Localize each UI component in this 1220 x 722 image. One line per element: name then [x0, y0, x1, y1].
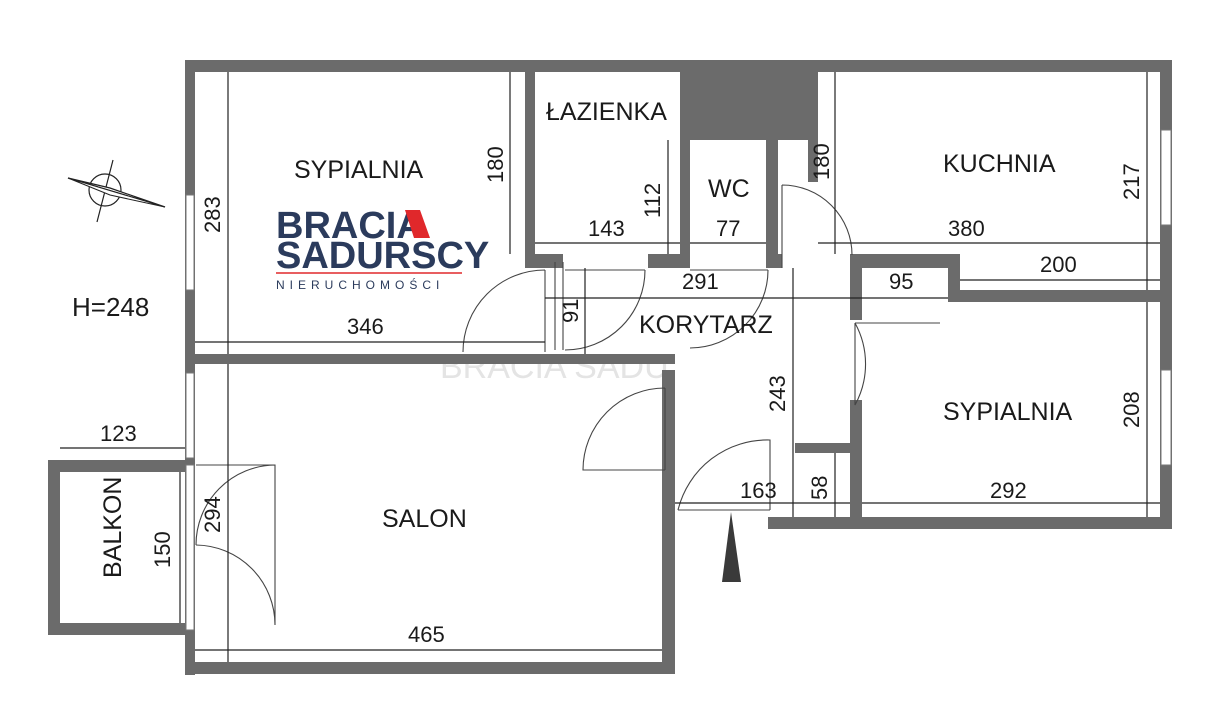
- logo-line1: BRACIA: [276, 205, 424, 247]
- compass-icon: [67, 159, 166, 223]
- dimension-lines: [60, 72, 1160, 662]
- dim-label: 292: [990, 478, 1027, 503]
- logo-red-mark: [405, 210, 430, 238]
- ceiling-height-label: H=248: [72, 292, 149, 322]
- dim-label: 291: [682, 269, 719, 294]
- dim-label: 243: [765, 375, 790, 412]
- dim-label: 150: [150, 531, 175, 568]
- doors: [195, 184, 940, 626]
- dim-label: 346: [347, 314, 384, 339]
- logo-subtitle: NIERUCHOMOŚCI: [276, 277, 444, 292]
- room-label-sypialnia-1: SYPIALNIA: [294, 156, 424, 184]
- dim-label: 294: [200, 496, 225, 533]
- windows: [185, 129, 1172, 631]
- room-label-lazienka: ŁAZIENKA: [546, 98, 667, 126]
- room-label-sypialnia-2: SYPIALNIA: [943, 398, 1073, 426]
- dim-label: 180: [809, 143, 834, 180]
- dim-label: 465: [408, 622, 445, 647]
- dim-label: 217: [1119, 163, 1144, 200]
- logo-line2: SADURSCY: [276, 235, 489, 277]
- dim-label: 123: [100, 421, 137, 446]
- company-logo: BRACIA SADURSCY NIERUCHOMOŚCI: [276, 205, 489, 292]
- room-label-korytarz: KORYTARZ: [639, 311, 773, 339]
- room-label-salon: SALON: [382, 505, 467, 533]
- dim-label: 283: [200, 196, 225, 233]
- dim-label: 208: [1119, 391, 1144, 428]
- dim-label: 95: [889, 269, 913, 294]
- dim-label: 163: [740, 478, 777, 503]
- dim-label: 77: [716, 216, 740, 241]
- dim-label: 58: [807, 476, 832, 500]
- dim-label: 112: [640, 183, 665, 218]
- watermark: BRACIA SADU: [440, 348, 669, 386]
- dim-label: 180: [483, 146, 508, 183]
- room-label-balkon: BALKON: [99, 477, 127, 578]
- dim-label: 380: [948, 216, 985, 241]
- walls: [48, 60, 1172, 675]
- room-label-wc: WC: [708, 175, 750, 203]
- room-label-kuchnia: KUCHNIA: [943, 150, 1056, 178]
- dim-label: 200: [1040, 252, 1077, 277]
- entrance-arrow-icon: [722, 512, 741, 582]
- dim-label: 91: [558, 299, 583, 323]
- dim-label: 143: [588, 216, 625, 241]
